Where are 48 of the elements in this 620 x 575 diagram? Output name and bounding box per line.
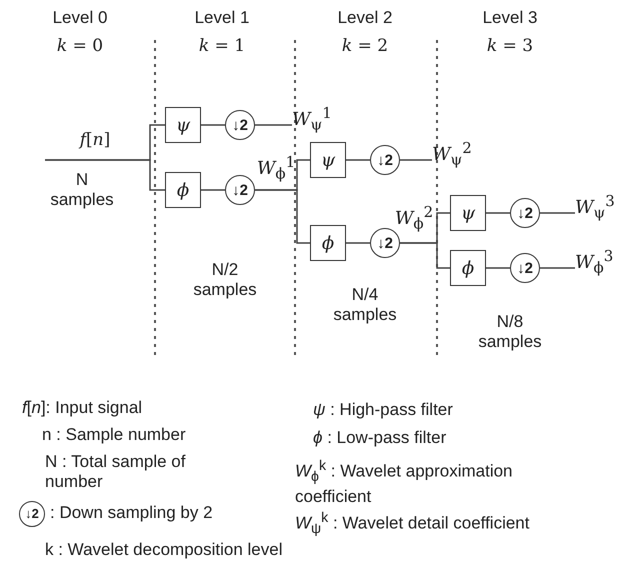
level-index: k = 0 bbox=[56, 36, 104, 56]
signal-line bbox=[486, 267, 510, 269]
sample-count: N/2 samples bbox=[192, 260, 258, 300]
level-heading: Level 3 bbox=[482, 8, 538, 28]
level-heading: Level 0 bbox=[52, 8, 108, 28]
filter-box: ϕ bbox=[165, 172, 201, 208]
level-heading: Level 1 bbox=[194, 8, 250, 28]
signal-line bbox=[346, 159, 370, 161]
downsampler-circle: ↓2 bbox=[370, 228, 400, 258]
signal-line bbox=[201, 189, 225, 191]
filter-box: ϕ bbox=[310, 225, 346, 261]
level-index: k = 1 bbox=[198, 36, 246, 56]
sample-count: N/8 samples bbox=[477, 312, 543, 352]
level-heading: Level 2 bbox=[338, 8, 392, 28]
downsampler-circle: ↓2 bbox=[225, 110, 255, 140]
sample-count: N samples bbox=[49, 170, 115, 210]
signal-line bbox=[400, 242, 450, 269]
signal-line bbox=[45, 159, 165, 191]
filter-box: ψ bbox=[310, 142, 346, 178]
signal-line bbox=[486, 212, 510, 214]
signal-line bbox=[540, 212, 575, 214]
level-index: k = 3 bbox=[486, 36, 534, 56]
downsampler-circle: ↓2 bbox=[225, 175, 255, 205]
signal-line bbox=[255, 189, 310, 244]
legend-text: W$_{ψ}$$^{k}$ : Wavelet detail coefficient bbox=[295, 509, 530, 540]
downsampler-circle: ↓2 bbox=[510, 253, 540, 283]
downsampler-circle: ↓2 bbox=[510, 198, 540, 228]
filter-box: ψ bbox=[165, 107, 201, 143]
filter-box: ϕ bbox=[450, 250, 486, 286]
legend-text: n : Sample number bbox=[42, 425, 186, 445]
signal-line bbox=[201, 124, 225, 126]
legend-text: f[n]: Input signal bbox=[22, 398, 142, 418]
sample-count: N/4 samples bbox=[332, 285, 398, 325]
legend-text: N : Total sample of number bbox=[45, 452, 186, 492]
signal-line bbox=[400, 159, 432, 161]
legend-text: W$_{ϕ}$$^{k}$ : Wavelet approximation coefficient bbox=[295, 457, 514, 508]
signal-label: f[n] bbox=[80, 130, 110, 150]
legend-text: : Down sampling by 2 bbox=[50, 503, 213, 523]
signal-line bbox=[255, 124, 292, 126]
legend-text: k : Wavelet decomposition level bbox=[45, 540, 282, 560]
level-index: k = 2 bbox=[342, 36, 388, 56]
downsampling-symbol: ↓2 bbox=[19, 501, 45, 527]
signal-line bbox=[540, 267, 575, 269]
filter-box: ψ bbox=[450, 195, 486, 231]
signal-line bbox=[346, 242, 370, 244]
downsampler-circle: ↓2 bbox=[370, 145, 400, 175]
legend-text: ϕ : Low-pass filter bbox=[313, 428, 446, 448]
legend-text: ψ : High-pass filter bbox=[313, 400, 453, 420]
